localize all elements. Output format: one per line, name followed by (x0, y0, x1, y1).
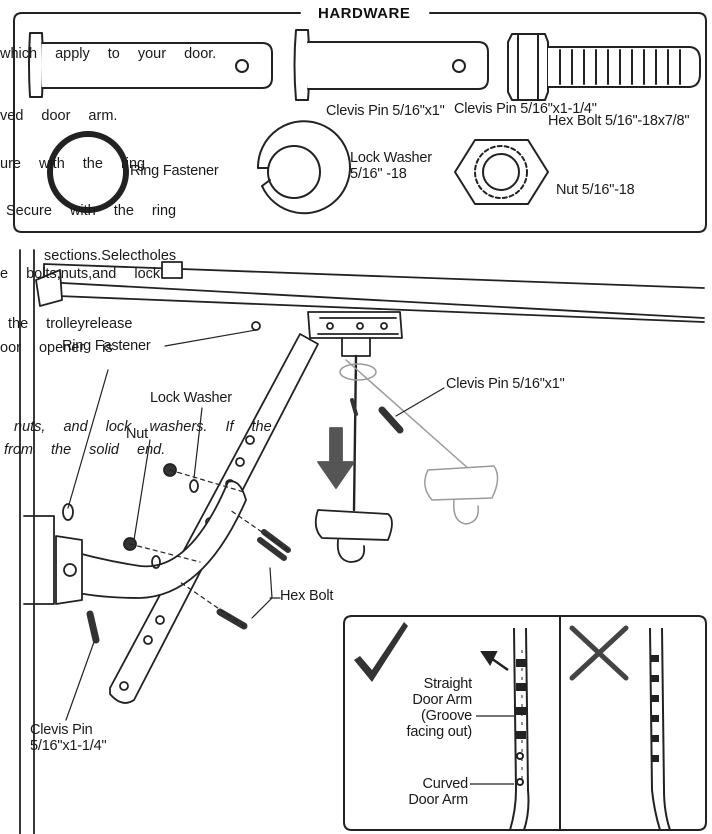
label-hex-bolt: Hex Bolt 5/16"-18x7/8" (548, 113, 690, 129)
hardware-box (13, 12, 707, 233)
callout-nut: Nut (126, 426, 148, 442)
x-mark-icon (569, 625, 629, 681)
door-edge (19, 249, 35, 834)
curved-door-arm (59, 480, 247, 599)
installation-drawing (19, 249, 705, 834)
inset-box (343, 615, 707, 831)
down-arrow (317, 427, 355, 489)
callout-clevis-pin-2: Clevis Pin 5/16"x1-1/4" (30, 722, 107, 754)
label-clevis-pin-2: Clevis Pin 5/16"x1-1/4" (454, 101, 597, 117)
ring-fastener-small (251, 321, 261, 331)
text-line-5: sections.Selectholes (44, 248, 177, 264)
rail (43, 263, 705, 323)
label-nut: Nut 5/16"-18 (556, 182, 635, 198)
inset-straight-arm: Straight Door Arm (Groove facing out) (406, 676, 472, 740)
release-handle (314, 509, 393, 541)
release-handle-ghost (339, 359, 499, 525)
lock-washer-drawing (256, 120, 351, 215)
check-mark-icon (354, 622, 408, 682)
clevis-pin-1-drawing (28, 32, 273, 98)
inset-curved-arm: Curved Door Arm (408, 776, 468, 808)
callout-lock-washer: Lock Washer (150, 390, 232, 406)
callout-hex-bolt: Hex Bolt (280, 588, 334, 604)
label-ring-fastener: Ring Fastener (130, 163, 219, 179)
hardware-title: HARDWARE (312, 5, 417, 22)
ring-fastener-drawing (47, 131, 129, 213)
callout-clevis-pin-1: Clevis Pin 5/16"x1" (446, 376, 565, 392)
trolley (307, 311, 403, 357)
label-clevis-pin-1: Clevis Pin 5/16"x1" (326, 103, 445, 119)
release-rope (352, 354, 358, 512)
hex-bolt-drawing (507, 33, 701, 101)
callout-ring-fastener: Ring Fastener (62, 338, 151, 354)
label-lock-washer: Lock Washer 5/16" -18 (350, 150, 432, 182)
clevis-pin-2-drawing (293, 29, 489, 101)
nut-drawing (454, 139, 549, 205)
